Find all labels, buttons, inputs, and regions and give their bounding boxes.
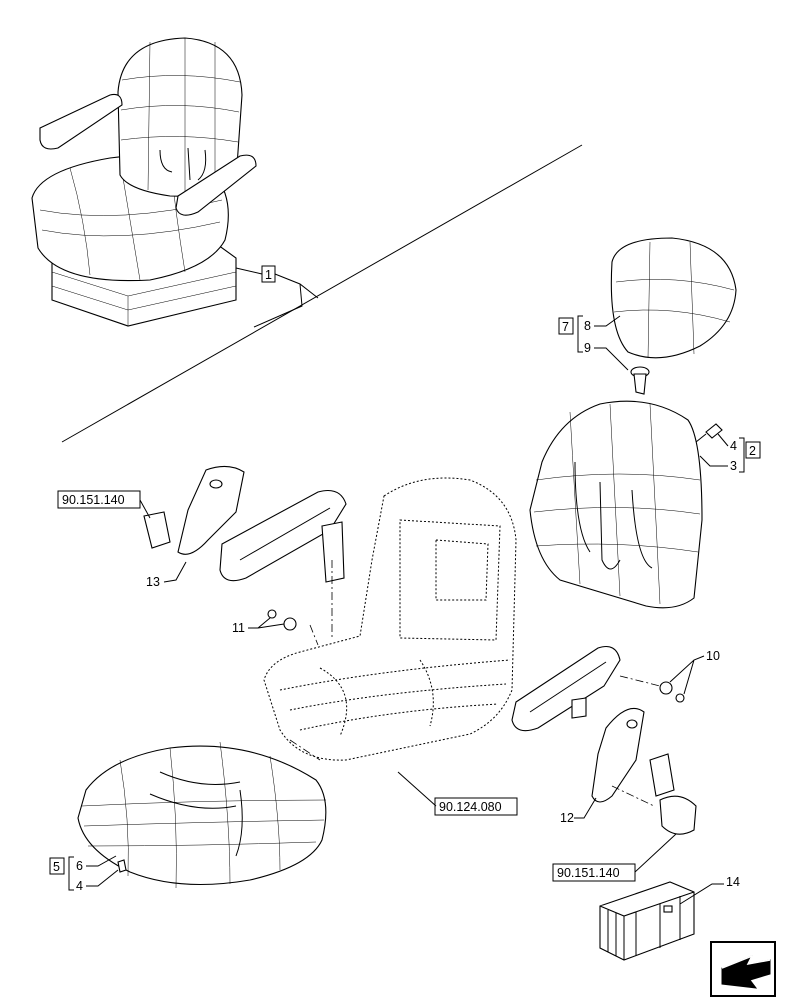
headrest-pin [630,366,650,395]
seat-cushion [77,741,327,889]
callout-4-backrest: 4 [730,439,737,453]
callout-2-box [745,441,761,459]
callout-1: 1 [265,268,272,282]
kit-box [599,881,695,961]
callout-4-cushion: 4 [76,879,83,893]
ref-right-box [552,863,636,882]
backrest-cushion [529,400,703,609]
ref-left-box [57,490,141,509]
backrest-screw [695,423,723,443]
callout-13: 13 [146,575,160,589]
left-switch [143,511,171,549]
callout-10: 10 [706,649,720,663]
callout-7-box [558,317,574,335]
callout-9: 9 [584,341,591,355]
arrow-next-page-icon[interactable] [710,941,776,997]
callout-5: 5 [53,860,60,874]
seat-frame [263,477,517,761]
ref-frame-box [434,797,518,816]
right-armrest [511,645,621,732]
left-armrest-fasteners [267,609,297,631]
right-switch [649,753,697,835]
headrest [610,237,737,359]
callout-14: 14 [726,875,740,889]
left-armrest [219,489,347,583]
left-trim-cover [177,465,245,555]
separator-line [61,144,583,443]
ref-left: 90.151.140 [62,493,125,507]
callout-5-box [49,857,65,875]
callout-2: 2 [749,444,756,458]
callout-3: 3 [730,459,737,473]
callout-7: 7 [562,320,569,334]
cushion-screw [117,859,127,873]
callout-6: 6 [76,859,83,873]
ref-frame: 90.124.080 [439,800,502,814]
right-trim-cover [591,707,645,803]
callout-12: 12 [560,811,574,825]
complete-seat-assembly [31,37,257,327]
callout-8: 8 [584,319,591,333]
ref-right: 90.151.140 [557,866,620,880]
right-armrest-fasteners [659,681,685,703]
callout-11: 11 [232,621,245,635]
